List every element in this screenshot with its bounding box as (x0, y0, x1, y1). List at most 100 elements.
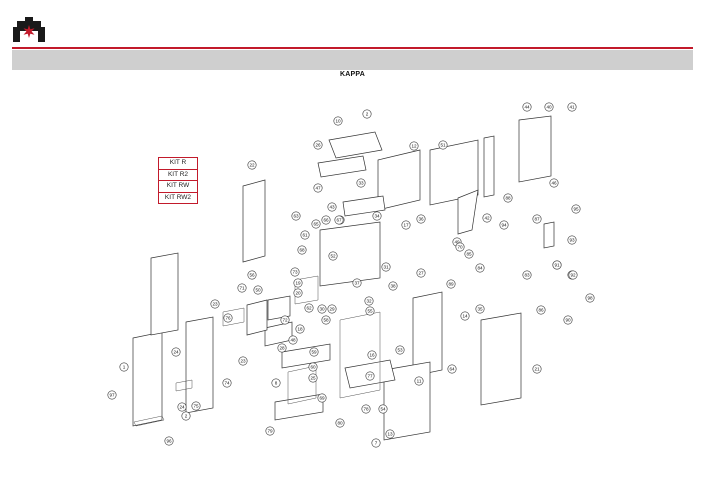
svg-text:18: 18 (297, 327, 303, 332)
svg-text:68: 68 (299, 248, 305, 253)
callout-68: 68 (297, 245, 307, 255)
callout-1: 1 (119, 362, 129, 372)
callout-10: 10 (333, 116, 343, 126)
kit-row: KIT R (159, 158, 197, 170)
svg-text:94: 94 (501, 223, 507, 228)
callout-66: 66 (321, 215, 331, 225)
svg-text:93: 93 (569, 238, 575, 243)
callout-35: 35 (475, 304, 485, 314)
svg-text:51: 51 (440, 143, 446, 148)
svg-text:23: 23 (240, 359, 246, 364)
callout-43: 43 (327, 202, 337, 212)
svg-text:24: 24 (173, 350, 179, 355)
callout-83: 83 (522, 270, 532, 280)
callout-29: 29 (327, 304, 337, 314)
svg-text:38: 38 (390, 284, 396, 289)
svg-text:98: 98 (587, 296, 593, 301)
svg-text:83: 83 (524, 273, 530, 278)
svg-text:84: 84 (477, 266, 483, 271)
callout-88: 88 (503, 193, 513, 203)
svg-text:70: 70 (457, 245, 463, 250)
svg-text:90: 90 (565, 318, 571, 323)
svg-text:42: 42 (484, 216, 490, 221)
svg-text:80: 80 (337, 421, 343, 426)
callout-84: 84 (475, 263, 485, 273)
callout-44: 44 (522, 102, 532, 112)
callout-7: 7 (371, 438, 381, 448)
svg-text:65: 65 (313, 222, 319, 227)
svg-text:29: 29 (329, 307, 335, 312)
callout-93: 93 (567, 235, 577, 245)
svg-text:21: 21 (534, 367, 540, 372)
callout-55: 55 (365, 306, 375, 316)
callout-92: 92 (568, 270, 578, 280)
svg-text:63: 63 (293, 214, 299, 219)
callout-89: 89 (446, 279, 456, 289)
callout-85: 85 (464, 249, 474, 259)
callout-2: 2 (181, 411, 191, 421)
callout-65: 65 (311, 219, 321, 229)
callout-46: 46 (549, 178, 559, 188)
exploded-parts-diagram: 1 2 2 7 8 10 11 12 13 14 16 17 18 19 20 … (107, 102, 595, 448)
callout-94: 94 (499, 220, 509, 230)
svg-text:89: 89 (448, 282, 454, 287)
svg-text:79: 79 (267, 429, 273, 434)
callout-18: 18 (295, 324, 305, 334)
svg-text:32: 32 (366, 299, 372, 304)
callout-30: 30 (317, 304, 327, 314)
callout-70: 70 (455, 242, 465, 252)
svg-text:16: 16 (369, 353, 375, 358)
svg-text:30: 30 (319, 307, 325, 312)
svg-text:26: 26 (315, 143, 321, 148)
callout-27: 27 (416, 268, 426, 278)
header-band (12, 50, 693, 70)
callout-54: 54 (378, 404, 388, 414)
svg-text:85: 85 (466, 252, 472, 257)
svg-text:78: 78 (363, 407, 369, 412)
svg-text:50: 50 (255, 288, 261, 293)
callout-74: 74 (222, 378, 232, 388)
svg-text:56: 56 (249, 273, 255, 278)
callout-40: 40 (544, 102, 554, 112)
svg-text:14: 14 (462, 314, 468, 319)
svg-text:53: 53 (397, 348, 403, 353)
callout-31: 31 (381, 262, 391, 272)
callout-91: 91 (552, 260, 562, 270)
part-shapes (132, 115, 555, 441)
svg-text:58: 58 (323, 318, 329, 323)
callout-41: 41 (567, 102, 577, 112)
svg-text:2: 2 (185, 414, 188, 419)
callout-90: 90 (563, 315, 573, 325)
callout-23: 23 (210, 299, 220, 309)
svg-text:20: 20 (295, 291, 301, 296)
svg-text:41: 41 (569, 105, 575, 110)
svg-text:8: 8 (275, 381, 278, 386)
header-rule (12, 47, 693, 49)
callout-47: 47 (313, 183, 323, 193)
svg-text:75: 75 (193, 404, 199, 409)
callout-87: 87 (532, 214, 542, 224)
callout-48: 48 (288, 335, 298, 345)
svg-text:61: 61 (302, 233, 308, 238)
svg-text:22: 22 (249, 163, 255, 168)
callout-96: 96 (164, 436, 174, 446)
callout-13: 13 (385, 429, 395, 439)
callout-53: 53 (395, 345, 405, 355)
callout-79: 79 (265, 426, 275, 436)
svg-text:19: 19 (295, 281, 301, 286)
callout-67: 67 (334, 215, 344, 225)
callout-23: 23 (238, 356, 248, 366)
callout-42: 42 (482, 213, 492, 223)
callout-12: 12 (409, 141, 419, 151)
callout-78: 78 (361, 404, 371, 414)
svg-text:60: 60 (310, 365, 316, 370)
callout-26: 26 (313, 140, 323, 150)
svg-text:28: 28 (279, 346, 285, 351)
svg-text:66: 66 (323, 218, 329, 223)
svg-text:13: 13 (387, 432, 393, 437)
svg-text:96: 96 (166, 439, 172, 444)
svg-text:91: 91 (554, 263, 560, 268)
callout-97: 97 (107, 390, 117, 400)
svg-text:48: 48 (290, 338, 296, 343)
callout-59: 59 (309, 347, 319, 357)
